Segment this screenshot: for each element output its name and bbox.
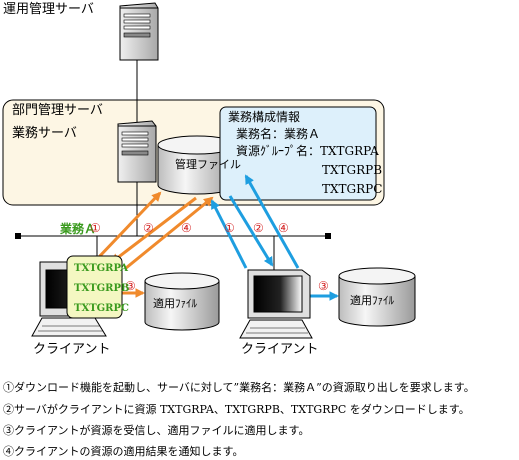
left-apply-file-label: 適用ﾌｧｲﾙ xyxy=(153,297,197,310)
note-step3: ③クライアントが資源を受信し、適用ファイルに適用します。 xyxy=(3,424,310,437)
arrow-step1-request-right xyxy=(210,199,248,269)
arrow-step4-notify xyxy=(125,196,214,270)
step2-left-marker: ② xyxy=(143,221,154,235)
resource-group-c: TXTGRPC xyxy=(74,303,129,314)
info-box-business-name: 業務名：業務Ａ xyxy=(236,127,321,141)
arrow-step2-download-right xyxy=(228,195,274,267)
note-step1: ①ダウンロード機能を起動し、サーバに対して”業務名：業務Ａ”の資源取り出しを要求… xyxy=(3,381,475,394)
step1-left-marker: ① xyxy=(90,221,101,235)
right-apply-file-cylinder xyxy=(338,267,416,327)
info-box-title: 業務構成情報 xyxy=(228,110,301,124)
business-config-info-box xyxy=(219,106,377,201)
step3-left-marker: ③ xyxy=(125,279,136,293)
right-apply-file-label: 適用ﾌｧｲﾙ xyxy=(350,294,394,307)
ops-server-label: 運用管理サーバ xyxy=(3,2,94,17)
right-client-computer xyxy=(239,236,313,339)
left-client-label: クライアント xyxy=(33,342,111,357)
resource-group-b: TXTGRPB xyxy=(74,283,130,294)
arrow-step2-download xyxy=(110,196,197,264)
info-box-group-b: TXTGRPB xyxy=(322,163,383,177)
mgmt-file-label: 管理ファイル xyxy=(175,158,241,171)
step1-right-marker: ① xyxy=(224,221,235,235)
step4-left-marker: ④ xyxy=(181,221,192,235)
ops-server-tower xyxy=(119,2,159,122)
business-a-label: 業務Ａ xyxy=(60,222,97,236)
step4-right-marker: ④ xyxy=(278,221,289,235)
note-step2: ②サーバがクライアントに資源 TXTGRPA、TXTGRPB、TXTGRPC を… xyxy=(3,403,470,416)
note-step4: ④クライアントの資源の適用結果を通知します。 xyxy=(3,445,244,458)
dept-server-label: 部門管理サーバ xyxy=(12,103,103,118)
step3-right-marker: ③ xyxy=(318,279,329,293)
resource-groups-box xyxy=(66,255,123,319)
info-box-resource-group: 資源ｸﾞﾙｰﾌﾟ名：TXTGRPA xyxy=(236,144,379,158)
business-server-label: 業務サーバ xyxy=(12,126,77,141)
info-box-group-c: TXTGRPC xyxy=(322,182,383,196)
arrow-step4-notify-right xyxy=(244,174,300,269)
resource-group-a: TXTGRPA xyxy=(74,263,129,274)
right-client-label: クライアント xyxy=(241,342,319,357)
step2-right-marker: ② xyxy=(253,221,264,235)
business-server-tower xyxy=(117,120,157,236)
left-apply-file-cylinder xyxy=(144,272,220,331)
arrow-step1-request xyxy=(96,191,162,260)
